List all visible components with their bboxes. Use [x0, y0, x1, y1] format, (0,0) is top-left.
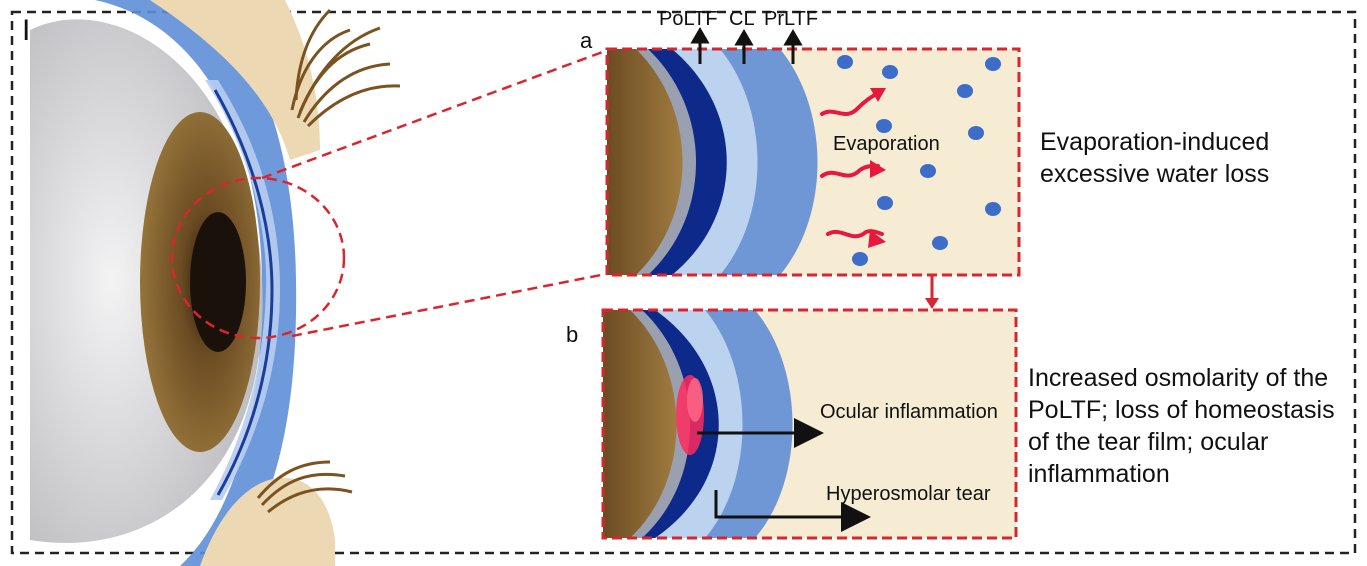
- layer-pointer-arrows: [690, 27, 803, 64]
- panel-b-arrows: [697, 418, 871, 532]
- panel-b-frame: [601, 308, 1018, 540]
- panel-a-caption: Evaporation-induced excessive water loss: [1040, 128, 1270, 188]
- eye-illustration: [30, 0, 401, 566]
- panel-b-inflammation-label: Ocular inflammation: [820, 401, 998, 423]
- zoom-connector-top: [261, 48, 609, 180]
- outer-frame: [10, 10, 1357, 555]
- figure-label: I: [22, 14, 31, 47]
- zoom-connector-bottom: [291, 272, 607, 338]
- label-prltf: PrLTF: [764, 8, 819, 30]
- label-cl: CL: [729, 8, 755, 30]
- panel-a-letter: a: [580, 28, 593, 53]
- panel-b-hyperosmolar-label: Hyperosmolar tear: [826, 483, 991, 505]
- panel-b-letter: b: [566, 322, 579, 347]
- label-poltf: PoLTF: [659, 8, 718, 30]
- panel-b-caption: Increased osmolarity of the PoLTF; loss …: [1028, 364, 1335, 488]
- zoom-region: [170, 176, 346, 340]
- panel-a-evaporation-label: Evaporation: [833, 133, 940, 155]
- panel-connector: [925, 276, 939, 309]
- panel-a: [607, 49, 1019, 275]
- panel-a-frame: [605, 47, 1021, 277]
